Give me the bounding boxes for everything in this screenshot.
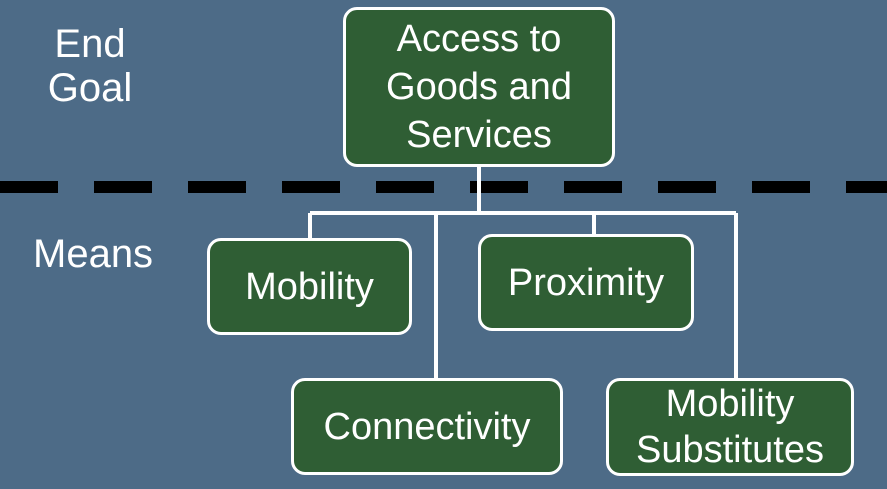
- mobility-substitutes-node-text: Mobility Substitutes: [636, 383, 824, 471]
- end-goal-label-line1: End: [54, 22, 126, 66]
- end-goal-label-line2: Goal: [47, 66, 133, 110]
- mobility-substitutes-node: Mobility Substitutes: [606, 378, 854, 476]
- proximity-node: Proximity: [478, 234, 694, 331]
- goal-node: Access to Goods and Services: [343, 7, 615, 167]
- means-label: Means: [33, 232, 154, 276]
- proximity-node-text: Proximity: [507, 261, 665, 304]
- connectivity-node: Connectivity: [291, 378, 563, 475]
- mobility-node: Mobility: [207, 238, 412, 335]
- connectivity-node-text: Connectivity: [323, 405, 531, 448]
- goal-node-text: Access to Goods and Services: [386, 18, 572, 156]
- end-goal-label: End Goal: [42, 22, 138, 110]
- mobility-node-text: Mobility: [245, 265, 374, 308]
